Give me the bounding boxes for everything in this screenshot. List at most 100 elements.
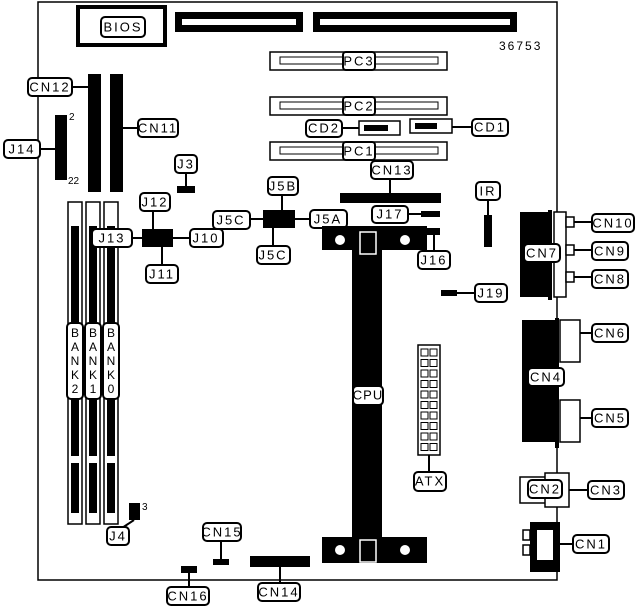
label-cpu: CPU	[352, 385, 384, 406]
cn12-connector	[88, 74, 101, 192]
label-cn4: CN4	[527, 367, 565, 387]
label-cn10: CN10	[591, 213, 635, 233]
svg-text:ATX: ATX	[415, 474, 445, 489]
svg-text:CD2: CD2	[308, 121, 340, 136]
svg-text:J3: J3	[177, 157, 195, 172]
svg-text:J5A: J5A	[314, 212, 342, 227]
svg-text:CN12: CN12	[29, 80, 70, 95]
j19-header	[441, 290, 457, 296]
atx-pin	[429, 411, 438, 420]
atx-pin	[420, 422, 429, 430]
j5-header	[263, 210, 295, 228]
atx-power-connector	[417, 344, 441, 456]
svg-text:J5C: J5C	[216, 213, 245, 228]
svg-text:CN15: CN15	[201, 525, 242, 540]
atx-pin	[420, 348, 429, 357]
j14-header	[55, 115, 67, 180]
label-j5b: J5B	[267, 176, 299, 196]
label-pc2: PC2	[342, 96, 376, 116]
cn16-header	[181, 566, 197, 573]
label-cn13: CN13	[370, 160, 414, 180]
label-bios: BIOS	[100, 16, 146, 38]
j3-header	[177, 186, 195, 193]
j17-header	[421, 211, 440, 217]
label-cn14: CN14	[257, 582, 301, 602]
atx-pin	[429, 401, 438, 409]
j10-j13-header	[142, 229, 173, 247]
label-cn15: CN15	[201, 522, 242, 542]
j4-pin-mark: 3	[142, 502, 148, 513]
svg-text:CPU: CPU	[353, 388, 383, 403]
svg-text:CN3: CN3	[590, 483, 622, 498]
atx-pin	[420, 411, 429, 420]
label-cn8: CN8	[591, 269, 629, 289]
svg-text:J19: J19	[478, 286, 505, 301]
label-j5a: J5A	[309, 209, 348, 229]
svg-text:CN13: CN13	[371, 163, 412, 178]
svg-text:CN8: CN8	[594, 272, 626, 287]
svg-text:CD1: CD1	[474, 120, 506, 135]
board-id: 36753	[499, 39, 542, 53]
svg-text:PC2: PC2	[343, 99, 374, 114]
bank-label-letter: N	[89, 354, 98, 368]
atx-pin	[420, 432, 429, 441]
bank-label-letter: N	[71, 354, 80, 368]
svg-text:J4: J4	[109, 529, 127, 544]
label-cd1: CD1	[471, 118, 509, 137]
atx-pin	[420, 401, 429, 409]
cn14-connector	[250, 556, 310, 567]
label-pc1: PC1	[342, 141, 376, 161]
cn11-connector	[110, 74, 123, 192]
label-j11: J11	[145, 264, 179, 284]
atx-pin	[429, 443, 438, 451]
svg-text:CN6: CN6	[594, 326, 626, 341]
atx-pin	[429, 369, 438, 378]
bank-label-letter: B	[107, 326, 115, 340]
svg-text:CN1: CN1	[575, 537, 607, 552]
label-cn7: CN7	[523, 243, 561, 263]
label-j3: J3	[174, 154, 198, 174]
bank-label-letter: K	[89, 368, 97, 382]
svg-text:CN11: CN11	[138, 121, 178, 136]
bank-label-letter: 2	[72, 382, 79, 396]
svg-text:J5C: J5C	[258, 248, 287, 263]
svg-text:J17: J17	[377, 207, 404, 222]
label-cd2: CD2	[305, 119, 343, 138]
bank-label-letter: 0	[108, 382, 115, 396]
label-cn11: CN11	[137, 118, 179, 138]
label-cn3: CN3	[587, 480, 625, 500]
label-j12: J12	[139, 192, 171, 212]
label-atx: ATX	[413, 471, 447, 492]
label-pc3: PC3	[342, 51, 376, 71]
svg-text:PC1: PC1	[343, 144, 374, 159]
j14-pin-last: 22	[68, 176, 80, 187]
label-ir: IR	[475, 181, 501, 201]
bank-label-letter: 1	[90, 382, 97, 396]
label-j4: J4	[106, 526, 130, 546]
label-cn9: CN9	[591, 241, 629, 261]
svg-text:CN7: CN7	[526, 246, 558, 261]
atx-pin	[420, 359, 429, 367]
label-cn1: CN1	[572, 534, 610, 554]
bank-label-letter: A	[107, 340, 115, 354]
svg-text:J12: J12	[142, 195, 169, 210]
svg-text:CN4: CN4	[530, 370, 562, 385]
svg-text:PC3: PC3	[343, 54, 374, 69]
svg-text:J10: J10	[193, 231, 220, 246]
label-j13: J13	[91, 228, 133, 248]
svg-text:J14: J14	[9, 142, 36, 157]
atx-pin	[429, 348, 438, 357]
svg-text:CN2: CN2	[529, 482, 561, 497]
bank-label-letter: A	[71, 340, 79, 354]
bank-label-letter: K	[71, 368, 79, 382]
svg-text:J5B: J5B	[269, 179, 297, 194]
svg-text:CN5: CN5	[594, 411, 626, 426]
atx-pin	[420, 443, 429, 451]
cn1-connector-block	[522, 522, 560, 572]
label-cn2: CN2	[527, 479, 563, 499]
atx-pin	[420, 380, 429, 388]
